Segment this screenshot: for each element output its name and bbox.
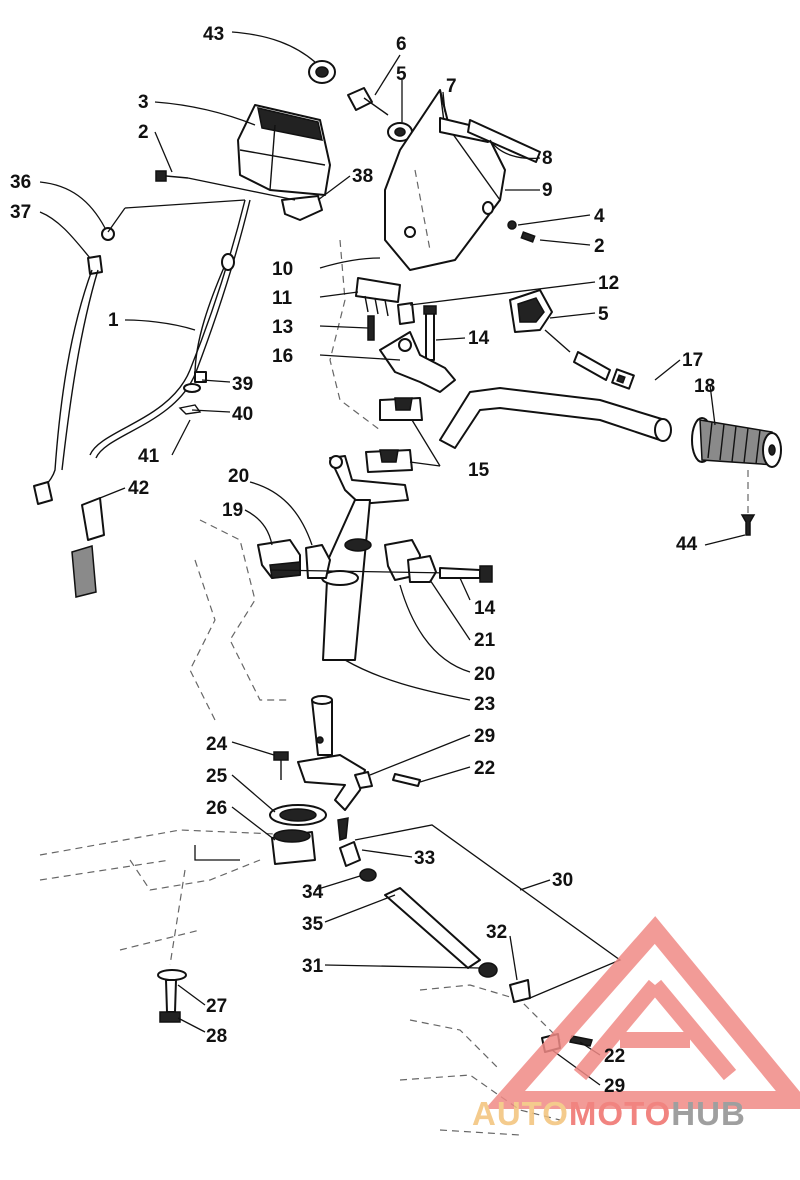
callout-42: 42 [128, 478, 149, 499]
watermark-text-moto: MOTO [569, 1095, 671, 1132]
wiring-connector [355, 277, 415, 341]
callout-30: 30 [552, 870, 573, 891]
handlebar-grip [691, 417, 782, 468]
watermark-inner-mark [573, 979, 737, 1081]
callout-43: 43 [203, 24, 224, 45]
spare-grip-piece [71, 497, 105, 598]
automotohub-watermark: AUTOMOTOHUB [472, 916, 800, 1132]
callout-25: 25 [206, 766, 228, 787]
lower-mount-hardware [194, 751, 327, 865]
callout-20-top: 20 [228, 466, 249, 487]
callout-33: 33 [414, 848, 435, 869]
watermark-triangle-logo [485, 916, 800, 1109]
handlebar-clamp-upper [365, 397, 423, 473]
callout-14-top: 14 [468, 328, 490, 349]
handlebar [439, 387, 672, 449]
callout-2-right: 2 [594, 236, 605, 257]
throttle-brake-cables [33, 199, 251, 505]
instrument-cluster [237, 104, 331, 221]
callout-3: 3 [138, 92, 149, 113]
cluster-mounting-bolt [155, 170, 296, 201]
callout-18: 18 [694, 376, 715, 397]
callout-13: 13 [272, 317, 293, 338]
post-bushing-blocks [257, 539, 493, 583]
callout-35: 35 [302, 914, 324, 935]
callout-19: 19 [222, 500, 243, 521]
callout-41: 41 [138, 446, 160, 467]
callout-22-bottom: 22 [604, 1046, 625, 1067]
watermark-text-hub: HUB [671, 1095, 746, 1132]
callout-14-mid: 14 [474, 598, 496, 619]
watermark-text-auto: AUTO [472, 1095, 569, 1132]
callout-20-mid: 20 [474, 664, 495, 685]
callout-29-top: 29 [474, 726, 495, 747]
callout-5-top: 5 [396, 64, 407, 85]
dash-console [384, 89, 541, 271]
callout-2-left: 2 [138, 122, 149, 143]
callout-26: 26 [206, 798, 227, 819]
callout-23: 23 [474, 694, 495, 715]
callout-39: 39 [232, 374, 253, 395]
callout-1: 1 [108, 310, 119, 331]
callout-36: 36 [10, 172, 31, 193]
callout-9: 9 [542, 180, 553, 201]
callout-37: 37 [10, 202, 31, 223]
console-screw-right [507, 220, 536, 243]
callout-28: 28 [206, 1026, 227, 1047]
callout-12: 12 [598, 273, 619, 294]
callout-7: 7 [446, 76, 457, 97]
callout-labels: 43 6 5 7 3 2 8 38 36 9 37 4 2 10 12 11 5… [10, 24, 715, 1097]
callout-29-bottom: 29 [604, 1076, 625, 1097]
callout-38: 38 [352, 166, 373, 187]
callout-16: 16 [272, 346, 293, 367]
ignition-key-parts [308, 60, 413, 142]
leader-lines [39, 31, 746, 1086]
chassis-outline-dashed [39, 239, 561, 1136]
tie-rod-assembly [337, 817, 622, 1053]
callout-21: 21 [474, 630, 496, 651]
callout-4: 4 [594, 206, 605, 227]
lower-steering-post [297, 695, 421, 811]
callout-5-right: 5 [598, 304, 609, 325]
callout-32: 32 [486, 922, 507, 943]
callout-11: 11 [272, 288, 293, 309]
callout-40: 40 [232, 404, 253, 425]
callout-27: 27 [206, 996, 227, 1017]
callout-15: 15 [468, 460, 490, 481]
callout-10: 10 [272, 259, 293, 280]
callout-8: 8 [542, 148, 553, 169]
handlebar-switch [509, 289, 635, 390]
svg-text:AUTOMOTOHUB: AUTOMOTOHUB [472, 1095, 746, 1132]
callout-44: 44 [676, 534, 698, 555]
callout-22-top: 22 [474, 758, 495, 779]
grip-screw [740, 470, 756, 536]
callout-34: 34 [302, 882, 324, 903]
bracket-and-bolt [379, 305, 456, 393]
callout-24: 24 [206, 734, 228, 755]
callout-17: 17 [682, 350, 703, 371]
callout-31: 31 [302, 956, 324, 977]
callout-6: 6 [396, 34, 407, 55]
lower-bolt [157, 869, 187, 1023]
